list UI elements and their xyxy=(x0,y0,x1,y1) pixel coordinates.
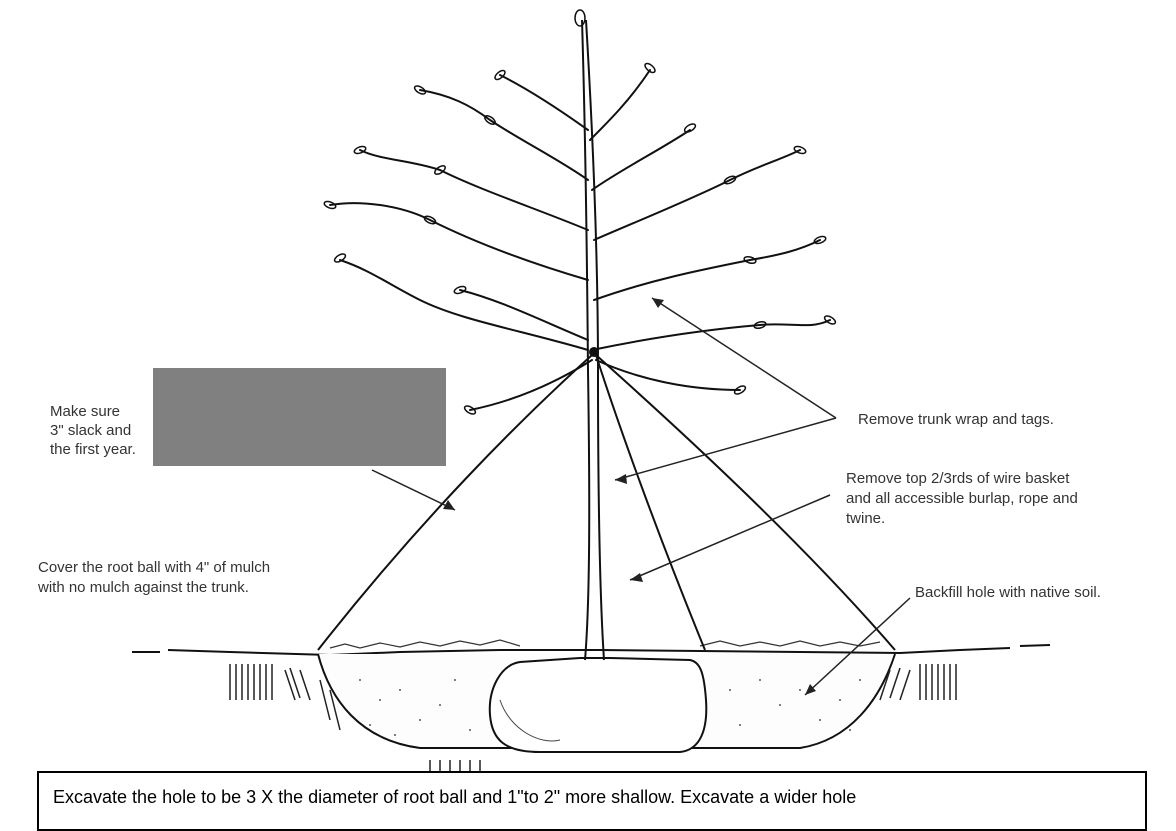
tree-trunk xyxy=(582,20,604,660)
label-backfill: Backfill hole with native soil. xyxy=(915,583,1101,603)
label-wire-basket-line3: twine. xyxy=(846,509,885,529)
redaction-block xyxy=(153,368,446,466)
label-stake-wire-line2: 3" slack and xyxy=(50,421,131,441)
label-wire-basket-line2: and all accessible burlap, rope and xyxy=(846,489,1078,509)
ground-line xyxy=(132,645,1050,655)
root-ball xyxy=(490,658,707,752)
tree-leaves xyxy=(323,10,836,416)
instruction-caption: Excavate the hole to be 3 X the diameter… xyxy=(53,787,856,808)
planting-diagram: Make sure 3" slack and the first year. R… xyxy=(0,0,1176,808)
callout-arrows xyxy=(372,298,910,695)
label-stake-wire-line1: Make sure xyxy=(50,402,120,422)
label-trunk-wrap: Remove trunk wrap and tags. xyxy=(858,410,1054,430)
instruction-caption-box: Excavate the hole to be 3 X the diameter… xyxy=(37,771,1147,831)
wire-collar xyxy=(589,347,599,357)
label-mulch-line2: with no mulch against the trunk. xyxy=(38,578,249,598)
label-mulch-line1: Cover the root ball with 4" of mulch xyxy=(38,558,270,578)
arrowheads xyxy=(443,298,816,695)
label-stake-wire-line3: the first year. xyxy=(50,440,136,460)
label-wire-basket-line1: Remove top 2/3rds of wire basket xyxy=(846,469,1069,489)
mulch-layer xyxy=(330,640,880,648)
tree-branches xyxy=(330,70,830,410)
